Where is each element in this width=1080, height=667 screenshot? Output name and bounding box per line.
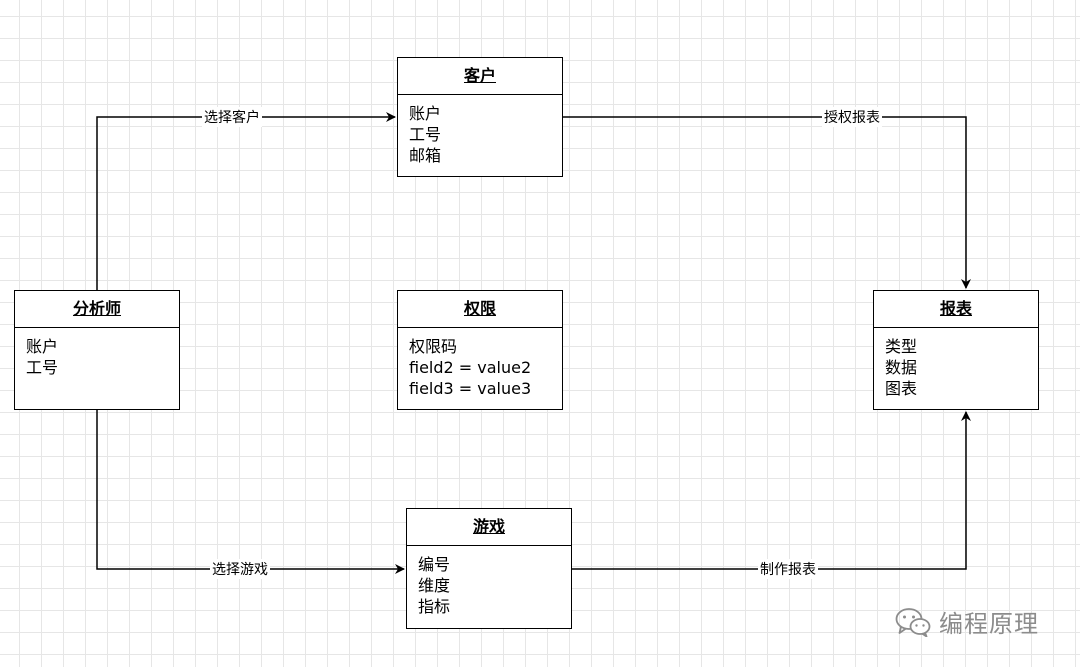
entity-customer[interactable]: 客户 账户 工号 邮箱: [397, 57, 563, 177]
entity-field: 工号: [26, 358, 59, 377]
entity-field: 编号: [418, 555, 451, 574]
entity-field: 工号: [409, 125, 442, 144]
entity-field: 维度: [418, 576, 451, 595]
entity-analyst-title: 分析师: [15, 291, 179, 328]
entity-field: 指标: [418, 597, 451, 616]
entity-field: 图表: [885, 379, 918, 398]
entity-game-title: 游戏: [407, 509, 571, 546]
entity-permission-fields: 权限码 field2 = value2 field3 = value3: [398, 328, 562, 399]
watermark: 编程原理: [895, 604, 1039, 639]
entity-field: field3 = value3: [409, 379, 532, 398]
entity-report[interactable]: 报表 类型 数据 图表: [873, 290, 1039, 410]
entity-field: 权限码: [409, 337, 458, 356]
edge-label-make-report: 制作报表: [758, 559, 818, 579]
entity-permission[interactable]: 权限 权限码 field2 = value2 field3 = value3: [397, 290, 563, 410]
entity-analyst-fields: 账户 工号: [15, 328, 179, 378]
edge-label-select-customer: 选择客户: [202, 107, 262, 127]
entity-field: 账户: [26, 337, 59, 356]
edge-make-report: [572, 411, 971, 570]
entity-field: 数据: [885, 358, 918, 377]
entity-customer-fields: 账户 工号 邮箱: [398, 95, 562, 166]
entity-game-fields: 编号 维度 指标: [407, 546, 571, 617]
wechat-icon: [895, 607, 931, 637]
entity-field: 邮箱: [409, 146, 442, 165]
entity-customer-title: 客户: [398, 58, 562, 95]
watermark-text: 编程原理: [939, 610, 1039, 638]
edge-select-customer: [96, 112, 396, 290]
entity-field: field2 = value2: [409, 358, 532, 377]
edge-authorize-report: [563, 116, 971, 289]
entity-report-title: 报表: [874, 291, 1038, 328]
entity-permission-title: 权限: [398, 291, 562, 328]
entity-field: 账户: [409, 104, 442, 123]
entity-report-fields: 类型 数据 图表: [874, 328, 1038, 399]
entity-game[interactable]: 游戏 编号 维度 指标: [406, 508, 572, 629]
edge-label-select-game: 选择游戏: [210, 559, 270, 579]
edge-label-authorize-report: 授权报表: [822, 107, 882, 127]
entity-field: 类型: [885, 337, 918, 356]
edge-select-game: [96, 410, 405, 574]
entity-analyst[interactable]: 分析师 账户 工号: [14, 290, 180, 410]
